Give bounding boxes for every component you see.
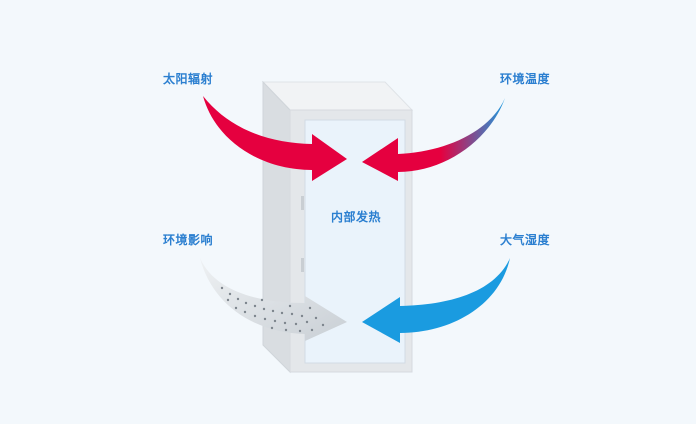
environment-influence-label: 环境影响 xyxy=(163,233,214,247)
environment-temperature-label: 环境温度 xyxy=(500,72,551,86)
atmospheric-humidity-label: 大气湿度 xyxy=(500,233,551,247)
solar-radiation-arrow xyxy=(203,96,347,181)
environment-temperature-arrow xyxy=(362,98,505,181)
solar-radiation-label: 太阳辐射 xyxy=(163,72,214,86)
internal-heat-label: 内部发热 xyxy=(331,210,382,224)
environment-influence-arrow xyxy=(200,258,347,341)
atmospheric-humidity-arrow xyxy=(362,258,510,343)
